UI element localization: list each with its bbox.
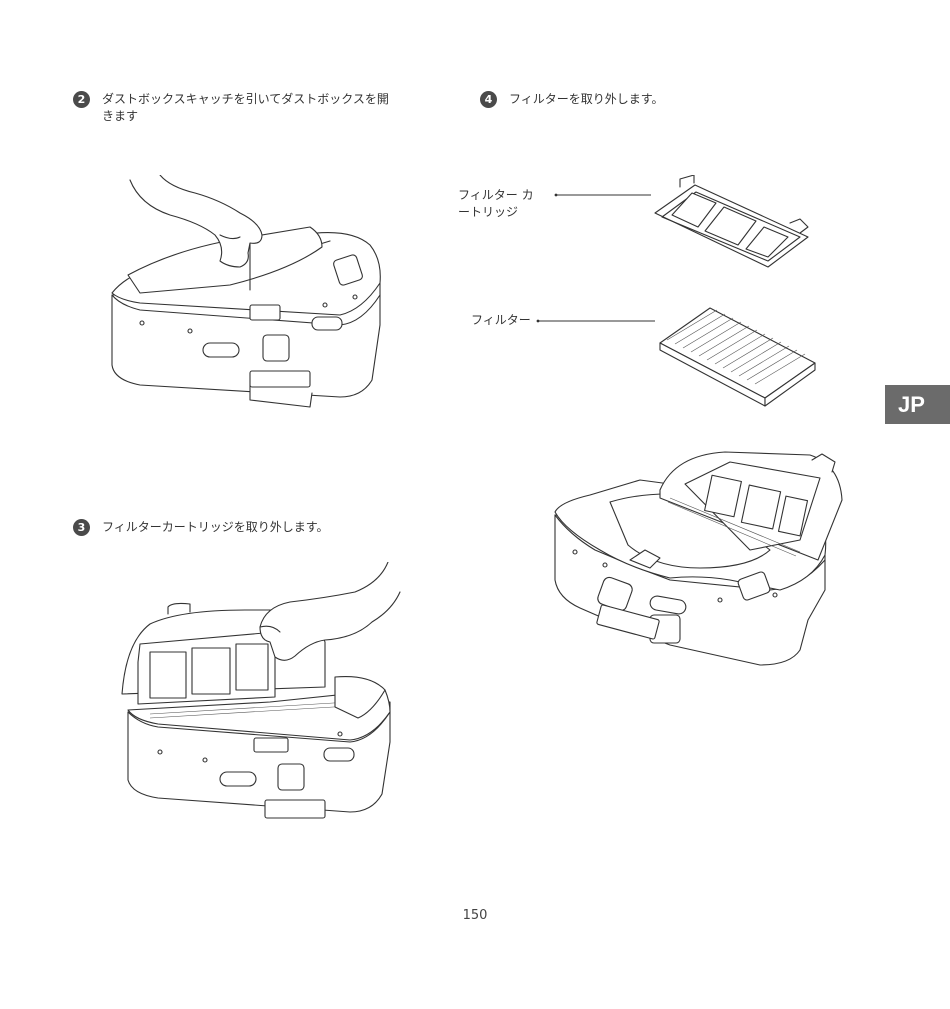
step-text: フィルターカートリッジを取り外します。: [102, 519, 329, 536]
page-number: 150: [0, 908, 950, 923]
step-text: ダストボックスキャッチを引いてダストボックスを開 きます: [102, 91, 389, 125]
filter-cartridge-leader-line: [553, 190, 653, 200]
filter-cartridge-callout: フィルター カ ートリッジ: [458, 187, 534, 221]
filter-callout: フィルター: [471, 312, 531, 329]
filter-illustration: [655, 298, 825, 408]
dustbox-open-illustration: [100, 175, 390, 410]
filter-cartridge-illustration: [650, 175, 815, 275]
language-tab: JP: [885, 385, 950, 424]
step-number-badge: 3: [73, 519, 90, 536]
step-2-instruction: 2 ダストボックスキャッチを引いてダストボックスを開 きます: [73, 91, 433, 125]
dustbox-filter-removed-illustration: [550, 440, 850, 675]
step-number-badge: 4: [480, 91, 497, 108]
step-text: フィルターを取り外します。: [509, 91, 664, 108]
step-number-badge: 2: [73, 91, 90, 108]
filter-leader-line: [535, 316, 657, 326]
remove-filter-cartridge-illustration: [110, 562, 410, 847]
step-3-instruction: 3 フィルターカートリッジを取り外します。: [73, 519, 433, 536]
step-4-instruction: 4 フィルターを取り外します。: [480, 91, 840, 108]
